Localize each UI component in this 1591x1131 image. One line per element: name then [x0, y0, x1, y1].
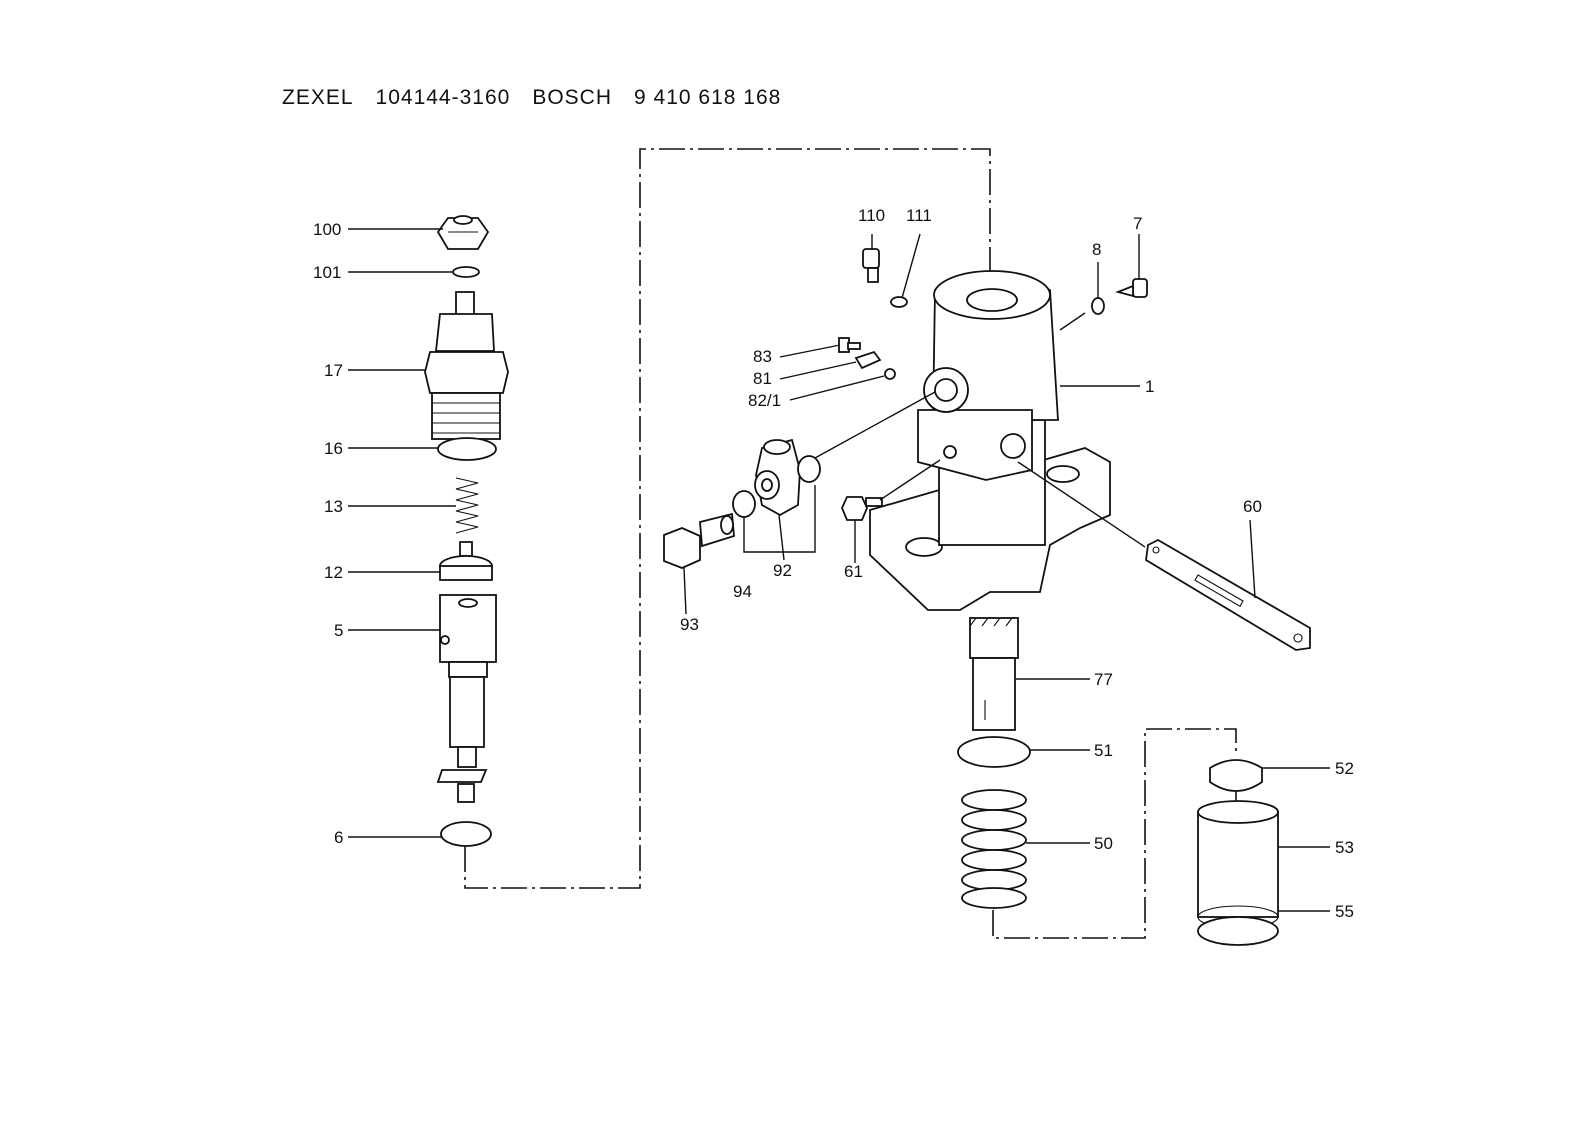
part-77-control-sleeve: [969, 617, 1019, 731]
label-1: 1: [1145, 377, 1154, 396]
part-110-vent-screw: [862, 248, 880, 283]
part-92-banjo-fitting: [754, 438, 801, 517]
label-55: 55: [1335, 902, 1354, 921]
part-5-barrel-plunger: [436, 594, 497, 803]
part-51-spring-seat: [957, 736, 1031, 768]
part-8-washer: [1091, 297, 1105, 315]
label-83: 83: [753, 347, 772, 366]
part-83-screw: [838, 337, 861, 353]
leader-61-axis: [879, 459, 941, 501]
title-maker-zexel: ZEXEL: [282, 86, 354, 109]
part-6-washer: [440, 821, 492, 847]
part-81-clip: [854, 350, 882, 370]
label-101: 101: [313, 263, 341, 282]
part-61-screw: [841, 496, 883, 521]
label-92: 92: [773, 561, 792, 580]
label-53: 53: [1335, 838, 1354, 857]
label-6: 6: [334, 828, 343, 847]
part-13-spring: [455, 477, 479, 534]
leader-93: [683, 567, 687, 615]
part-55-snap-ring: [1197, 916, 1279, 946]
title-code-zexel: 104144-3160: [375, 86, 511, 109]
label-61: 61: [844, 562, 863, 581]
part-7-screw: [1115, 278, 1148, 298]
part-111-washer: [890, 296, 908, 308]
label-7: 7: [1133, 214, 1142, 233]
part-60-control-rack: [1145, 538, 1311, 651]
part-50-spring: [961, 789, 1027, 909]
label-12: 12: [324, 563, 343, 582]
label-5: 5: [334, 621, 343, 640]
part-100-nut: [436, 215, 490, 250]
label-93: 93: [680, 615, 699, 634]
label-50: 50: [1094, 834, 1113, 853]
label-13: 13: [324, 497, 343, 516]
part-16-gasket: [437, 437, 497, 461]
part-17-valve-holder: [424, 291, 509, 440]
assembly-connection-line-spring: [992, 728, 1237, 939]
label-110: 110: [858, 206, 885, 225]
label-16: 16: [324, 439, 343, 458]
leader-60-axis: [1017, 461, 1146, 548]
label-100: 100: [313, 220, 341, 239]
part-53-sleeve: [1197, 800, 1279, 929]
label-17: 17: [324, 361, 343, 380]
label-52: 52: [1335, 759, 1354, 778]
part-101-washer: [452, 266, 480, 278]
leader-83: [779, 344, 841, 358]
leader-111: [901, 233, 921, 299]
leader-82-1: [789, 375, 885, 401]
leader-81: [779, 361, 857, 380]
title-maker-bosch: BOSCH: [532, 86, 613, 109]
label-111: 111: [906, 206, 932, 225]
label-94: 94: [733, 582, 752, 601]
label-81: 81: [753, 369, 772, 388]
part-12-delivery-valve: [439, 541, 493, 581]
label-51: 51: [1094, 741, 1113, 760]
part-94-washer: [732, 490, 756, 518]
label-82-1: 82/1: [748, 391, 781, 410]
title-code-bosch: 9 410 618 168: [634, 86, 782, 109]
label-8: 8: [1092, 240, 1101, 259]
part-92-seal-ring: [797, 455, 821, 483]
leader-60: [1249, 519, 1256, 599]
part-93-banjo-bolt: [663, 512, 735, 569]
assembly-connection-line-main: [464, 148, 991, 889]
leader-92-94: [743, 485, 816, 553]
leader-92: [778, 514, 785, 561]
leader-1-pointer: [1059, 312, 1086, 331]
part-1-pump-housing: [869, 270, 1111, 611]
drawing-title: ZEXEL 104144-3160 BOSCH 9 410 618 168: [282, 86, 803, 110]
part-52-spring-seat-clip: [1209, 759, 1263, 792]
label-60: 60: [1243, 497, 1262, 516]
label-77: 77: [1094, 670, 1113, 689]
leader-92-line: [814, 391, 936, 459]
part-82-1-washer: [884, 368, 896, 380]
